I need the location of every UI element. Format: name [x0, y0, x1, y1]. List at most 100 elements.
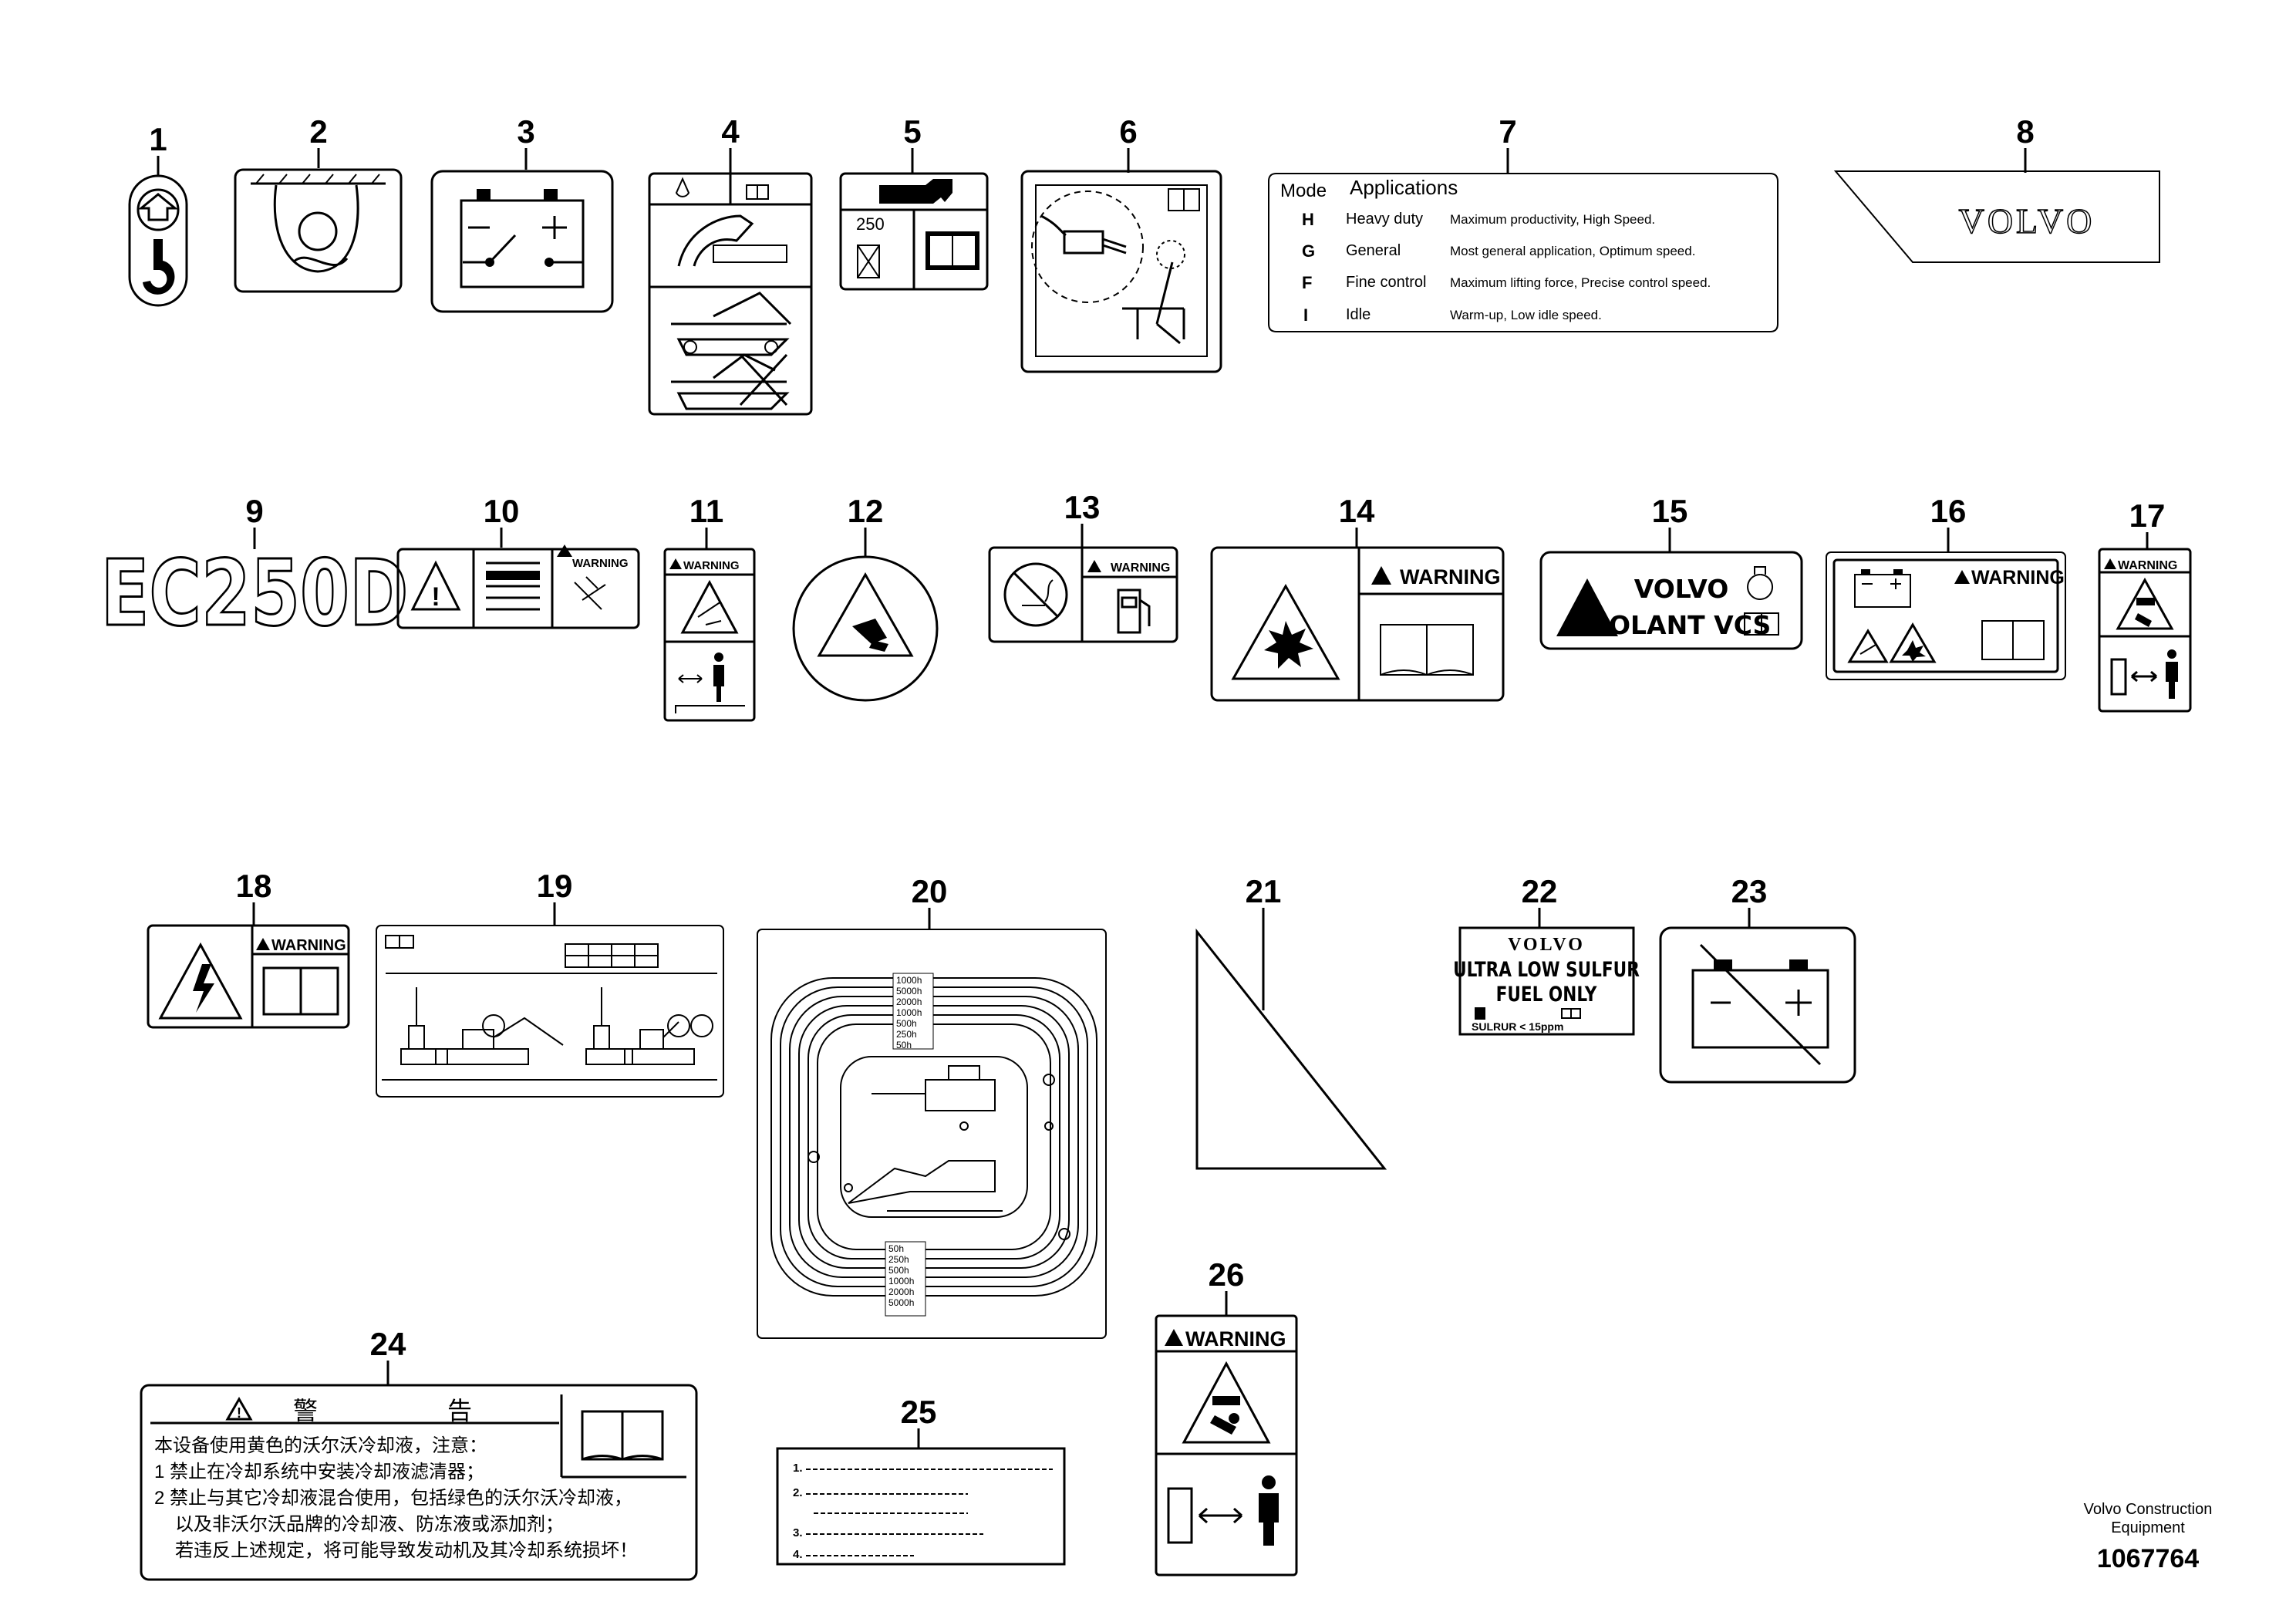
company-name-line1: Volvo Construction	[2083, 1501, 2213, 1518]
svg-text:2000h: 2000h	[896, 996, 922, 1007]
callout-numbers: 1 2 3 4 5 6 7 8 9 10 11 12 13 14 15 16 1…	[149, 113, 2165, 1448]
ulsd-line1: ULTRA LOW SULFUR	[1453, 957, 1640, 982]
coolant-reservoir-icon	[1747, 566, 1774, 600]
model-wordmark: EC250D	[101, 541, 409, 646]
svg-text:H: H	[1302, 210, 1314, 229]
person-icon	[2166, 649, 2178, 699]
callout-10: 10	[484, 493, 520, 529]
warning-word: WARNING	[1400, 565, 1501, 588]
footer: Volvo Construction Equipment 1067764	[2055, 1500, 2240, 1576]
decal-15-coolant: ! VOLVO COOLANT VCS	[1539, 551, 1803, 650]
double-arrow-icon	[1198, 1507, 1243, 1524]
warning-word: WARNING	[572, 557, 629, 570]
svg-text:!: !	[1379, 571, 1384, 586]
callout-15: 15	[1652, 493, 1688, 529]
ulsd-footnote: SULRUR < 15ppm	[1472, 1020, 1563, 1033]
callout-21: 21	[1246, 873, 1282, 909]
cn-line: 以及非沃尔沃品牌的冷却液、防冻液或添加剂；	[175, 1514, 564, 1535]
callout-23: 23	[1731, 873, 1768, 909]
warning-word: WARNING	[2118, 559, 2177, 572]
mode-row: I Idle Warm-up, Low idle speed.	[1303, 305, 1602, 325]
manual-icon	[1981, 620, 2045, 660]
svg-text:!: !	[237, 1405, 241, 1421]
decal-4-greasing	[648, 172, 813, 416]
decal-26-crush-warning: ! WARNING	[1155, 1314, 1298, 1576]
person-icon	[713, 653, 724, 702]
warning-word: WARNING	[1185, 1327, 1286, 1351]
callout-13: 13	[1064, 489, 1101, 525]
svg-text:3.: 3.	[793, 1526, 803, 1539]
decal-5-fuel-capacity: 250	[839, 172, 989, 291]
warning-word: WARNING	[683, 559, 740, 572]
callout-14: 14	[1339, 493, 1375, 529]
person-icon	[1259, 1475, 1279, 1546]
decal-11-crush-warning: WARNING	[663, 548, 756, 722]
callout-16: 16	[1930, 493, 1967, 529]
coolant-vcs: COOLANT VCS	[1569, 610, 1772, 640]
callout-24: 24	[370, 1326, 406, 1362]
svg-text:5000h: 5000h	[896, 986, 922, 996]
svg-text:General: General	[1346, 242, 1401, 259]
oil-drop-icon	[675, 177, 690, 197]
bottom-interval-tags: 50h 250h 500h 1000h 2000h 5000h	[885, 1241, 926, 1317]
svg-text:500h: 500h	[896, 1018, 917, 1029]
svg-text:5000h: 5000h	[888, 1297, 914, 1308]
decal-10-entanglement-warning: ! WARNING	[396, 545, 640, 629]
callout-20: 20	[912, 873, 948, 909]
svg-text:1.: 1.	[793, 1462, 803, 1475]
svg-text:1000h: 1000h	[888, 1276, 914, 1286]
fuel-pump-icon	[1475, 1007, 1485, 1020]
decal-22-ulsd-fuel: VOLVO ULTRA LOW SULFUR FUEL ONLY SULRUR …	[1453, 926, 1640, 1036]
svg-text:Fine control: Fine control	[1346, 274, 1427, 291]
top-interval-tags: 1000h 5000h 2000h 1000h 500h 250h 50h	[892, 973, 934, 1050]
svg-text:4.: 4.	[793, 1548, 803, 1561]
coolant-volvo: VOLVO	[1634, 574, 1729, 604]
callout-7: 7	[1499, 113, 1516, 150]
explosion-icon	[1264, 621, 1313, 669]
decal-2-lashing-point	[234, 168, 403, 293]
callout-25: 25	[901, 1394, 937, 1430]
callout-6: 6	[1119, 113, 1137, 150]
svg-text:!: !	[1172, 1334, 1176, 1347]
svg-text:I: I	[1303, 305, 1308, 325]
manual-icon	[1168, 188, 1200, 211]
manual-icon	[1561, 1008, 1581, 1019]
decal-5-capacity: 250	[856, 214, 885, 234]
svg-text:Most general application, Opti: Most general application, Optimum speed.	[1450, 244, 1695, 258]
svg-text:1000h: 1000h	[896, 1007, 922, 1018]
manual-icon	[385, 935, 414, 949]
mode-row: F Fine control Maximum lifting force, Pr…	[1302, 273, 1711, 292]
double-arrow-icon	[678, 674, 703, 683]
applications-header: Applications	[1350, 176, 1458, 199]
decal-3-battery-switch	[430, 170, 614, 313]
callout-1: 1	[149, 121, 167, 157]
svg-text:250h: 250h	[896, 1029, 917, 1040]
warning-word: WARNING	[1971, 567, 2065, 588]
cn-line: 本设备使用黄色的沃尔沃冷却液，注意：	[154, 1435, 487, 1456]
svg-text:Maximum lifting force, Precise: Maximum lifting force, Precise control s…	[1450, 275, 1711, 290]
decal-1-lifting-hook	[128, 174, 188, 307]
svg-text:500h: 500h	[888, 1265, 909, 1276]
decal-21-triangle	[1195, 928, 1387, 1170]
decal-20-service-intervals: 1000h 5000h 2000h 1000h 500h 250h 50h 50…	[757, 929, 1107, 1339]
fuel-nozzle-icon	[879, 179, 952, 204]
decal-17-crush-warning: WARNING	[2098, 548, 2192, 713]
svg-text:2.: 2.	[793, 1486, 803, 1499]
mode-header: Mode	[1280, 180, 1327, 201]
callout-9: 9	[245, 493, 263, 529]
manual-icon	[1380, 624, 1474, 676]
mode-row: G General Most general application, Opti…	[1302, 241, 1695, 261]
svg-text:50h: 50h	[888, 1243, 904, 1254]
svg-text:F: F	[1302, 273, 1312, 292]
callout-12: 12	[848, 493, 884, 529]
drawing-number: 1067764	[2096, 1544, 2200, 1573]
cn-line: 1 禁止在冷却系统中安装冷却液滤清器；	[154, 1462, 484, 1482]
ulsd-brand: VOLVO	[1508, 935, 1585, 955]
svg-text:2000h: 2000h	[888, 1286, 914, 1297]
manual-icon	[746, 184, 769, 200]
svg-text:G: G	[1302, 241, 1315, 261]
decal-12-pinch-circle	[792, 555, 939, 702]
cn-title-right: 告	[447, 1397, 472, 1425]
manual-icon	[262, 966, 339, 1016]
